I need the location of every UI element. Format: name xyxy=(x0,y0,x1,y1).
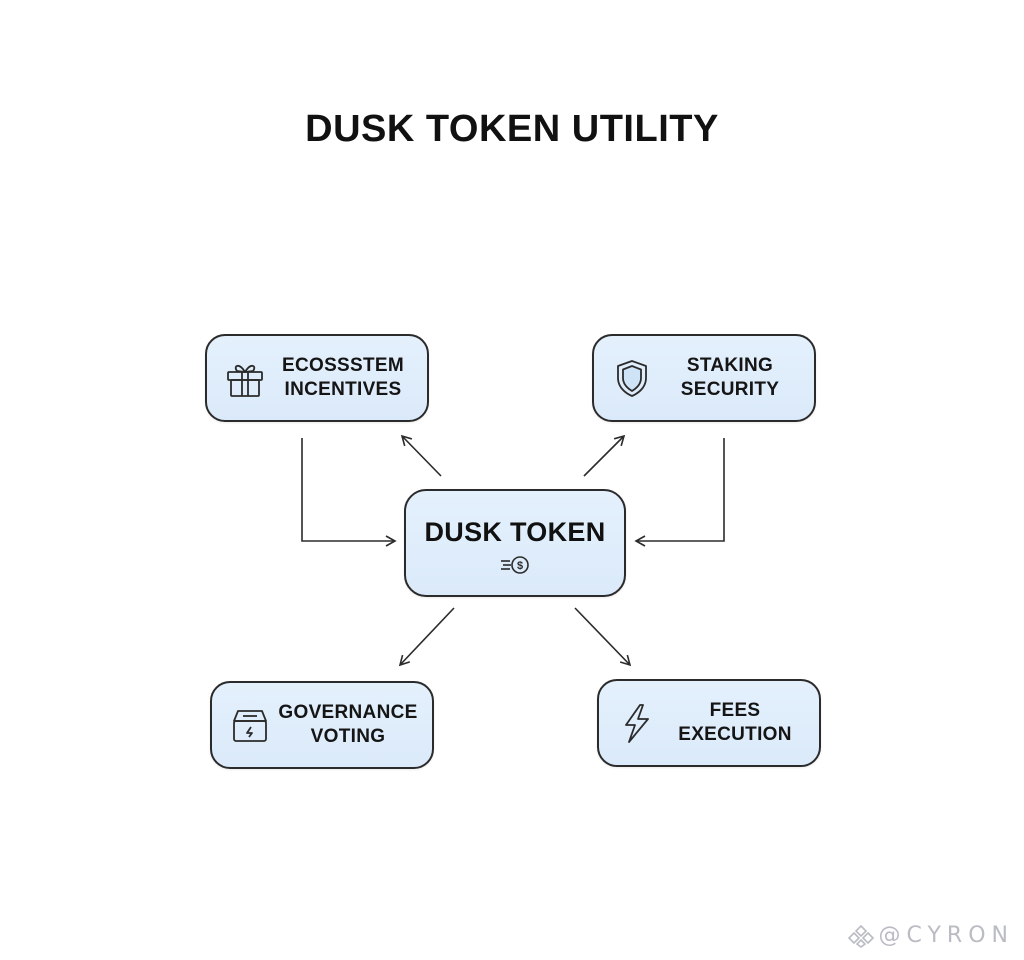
node-ecosystem-incentives[interactable]: ECOSSSTEM INCENTIVES xyxy=(205,334,429,422)
watermark-logo-icon xyxy=(847,924,874,948)
watermark-text: @CYRON xyxy=(878,923,1014,948)
node-label: GOVERNANCE VOTING xyxy=(274,701,432,749)
node-label-line-2: EXECUTION xyxy=(678,724,792,745)
node-label-line-1: GOVERNANCE xyxy=(278,702,418,723)
node-governance-voting[interactable]: GOVERNANCE VOTING xyxy=(210,681,434,769)
watermark: @CYRON xyxy=(847,923,1014,948)
gift-icon xyxy=(221,354,269,402)
node-label-line-1: FEES xyxy=(709,700,761,721)
edge-center-to-fees xyxy=(574,607,632,667)
edge-staking-to-center xyxy=(634,438,725,547)
diagram-title: DUSK TOKEN UTILITY xyxy=(305,108,719,150)
svg-text:$: $ xyxy=(517,560,523,572)
node-label: ECOSSSTEM INCENTIVES xyxy=(269,354,427,402)
lightning-icon xyxy=(613,699,661,747)
node-label-line-2: INCENTIVES xyxy=(284,379,402,400)
node-label-line-2: VOTING xyxy=(310,726,386,747)
node-fees-execution[interactable]: FEES EXECUTION xyxy=(597,679,821,767)
edge-center-to-staking xyxy=(583,434,626,477)
edge-ecosystem-to-center xyxy=(301,438,397,547)
ballot-box-icon xyxy=(226,701,274,749)
node-label: FEES EXECUTION xyxy=(661,699,819,747)
edge-center-to-governance xyxy=(398,607,455,667)
node-label-line-1: STAKING xyxy=(686,355,774,376)
node-label: STAKING SECURITY xyxy=(656,354,814,402)
node-dusk-token[interactable]: DUSK TOKEN $ xyxy=(404,489,626,597)
node-staking-security[interactable]: STAKING SECURITY xyxy=(592,334,816,422)
shield-icon xyxy=(608,354,656,402)
node-label-line-2: SECURITY xyxy=(680,379,780,400)
center-label: DUSK TOKEN xyxy=(424,516,606,547)
coin-transfer-icon: $ xyxy=(499,554,531,576)
edge-center-to-ecosystem xyxy=(400,434,442,477)
node-label-line-1: ECOSSSTEM xyxy=(282,355,404,376)
